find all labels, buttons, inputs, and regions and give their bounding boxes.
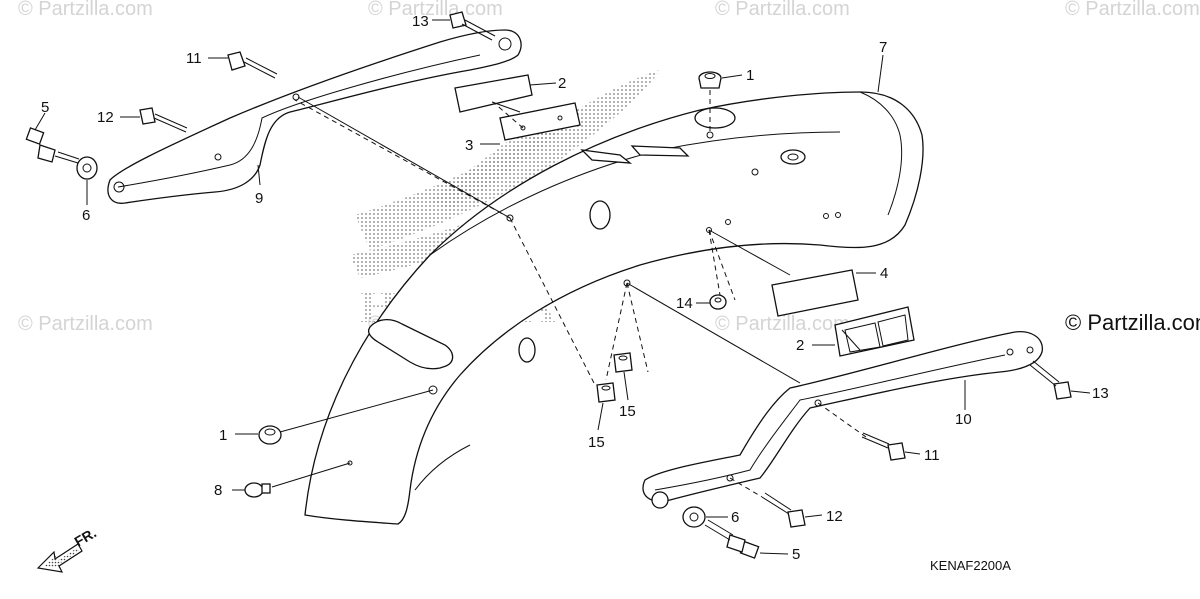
collar-6-right — [682, 506, 706, 528]
grommet-nut-1-top — [698, 71, 722, 89]
rear-grip-right — [642, 331, 1043, 509]
callout-10: 10 — [955, 411, 972, 428]
callout-15: 15 — [619, 403, 636, 420]
callout-11: 11 — [924, 447, 940, 464]
callout-12: 12 — [97, 109, 114, 126]
clip-8 — [244, 482, 271, 498]
bolt-5-left — [25, 127, 80, 164]
callout-labels: 13 11 12 5 6 9 7 1 2 3 4 2 14 15 15 10 1… — [41, 13, 1109, 563]
front-direction-arrow: FR. — [36, 524, 99, 573]
callout-2: 2 — [558, 75, 566, 92]
watermark-text: © Partzilla.com — [1065, 0, 1200, 20]
callout-11: 11 — [186, 50, 202, 67]
callout-5: 5 — [41, 99, 49, 116]
callout-2: 2 — [796, 337, 804, 354]
reflector-top — [454, 74, 581, 141]
reflector-right — [771, 269, 915, 357]
callout-13: 13 — [412, 13, 429, 30]
collar-6-left — [76, 156, 98, 180]
rear-fender — [304, 91, 924, 525]
bolt-5-right — [704, 519, 760, 559]
bolt-11-left — [227, 51, 278, 79]
nut-15-b — [613, 352, 633, 373]
leader-lines — [34, 19, 1091, 555]
callout-13: 13 — [1092, 385, 1109, 402]
grommet-nut-1-bottom — [258, 425, 282, 445]
bolt-13-top — [449, 11, 496, 41]
watermark-text: © Partzilla.com — [715, 313, 850, 335]
callout-12: 12 — [826, 508, 843, 525]
callout-9: 9 — [255, 190, 263, 207]
callout-3: 3 — [465, 137, 473, 154]
fasteners — [25, 11, 1072, 559]
callout-1: 1 — [746, 67, 754, 84]
callout-6: 6 — [82, 207, 90, 224]
watermark-text: © Partzilla.com — [368, 0, 503, 20]
callout-4: 4 — [880, 265, 888, 282]
bolt-11-right — [861, 432, 906, 461]
watermark-text: © Partzilla.com — [18, 313, 153, 335]
callout-5: 5 — [792, 546, 800, 563]
bolt-12-left — [139, 107, 188, 133]
nut-15-a — [596, 382, 616, 403]
nut-14 — [709, 294, 727, 310]
watermark-text: © Partzilla.com — [18, 0, 153, 20]
diagram-code: KENAF2200A — [930, 558, 1011, 573]
rear-grip-left — [107, 29, 522, 204]
callout-7: 7 — [879, 39, 887, 56]
callout-8: 8 — [214, 482, 222, 499]
callout-14: 14 — [676, 295, 693, 312]
callout-15: 15 — [588, 434, 605, 451]
bolt-12-right — [761, 492, 806, 528]
callout-1: 1 — [219, 427, 227, 444]
watermark-text: © Partzilla.com — [715, 0, 850, 20]
bolt-13-right — [1029, 360, 1072, 400]
callout-6: 6 — [731, 509, 739, 526]
copyright-text: © Partzilla.com — [1065, 310, 1200, 335]
